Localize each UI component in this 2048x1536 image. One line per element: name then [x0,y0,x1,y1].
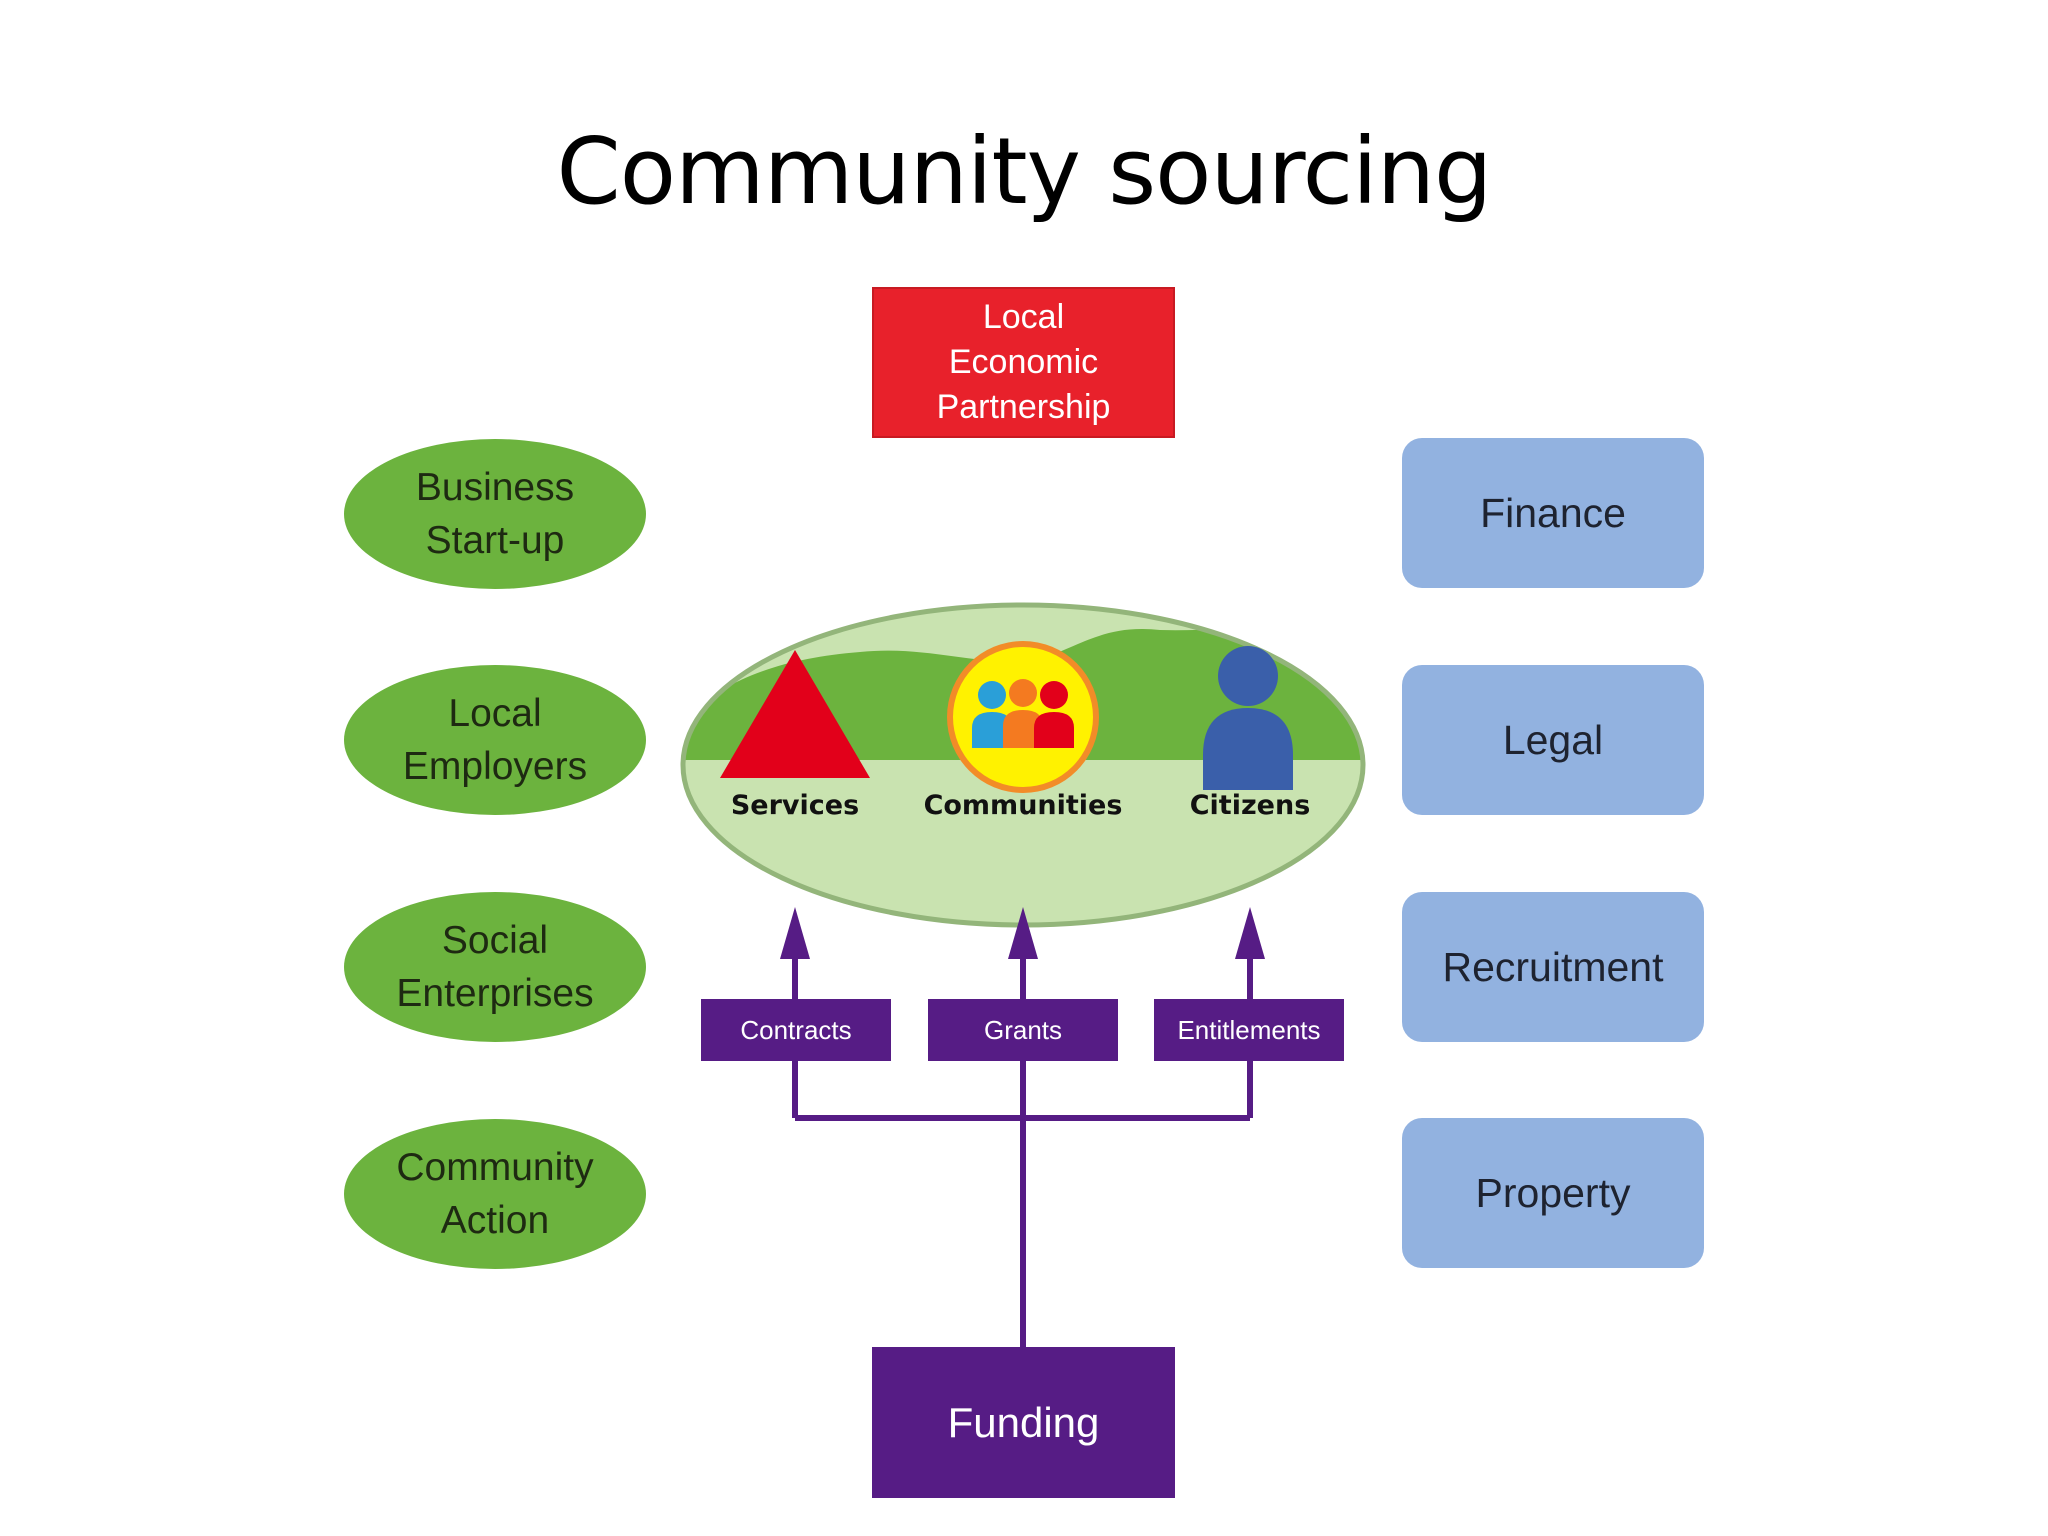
communities-label: Communities [923,790,1123,821]
citizens-person-icon [1203,646,1293,790]
local-economic-partnership-box: Local Economic Partnership [872,287,1175,438]
recruitment-box: Recruitment [1402,892,1704,1042]
arrow-up-icon [1008,907,1038,959]
grants-box: Grants [928,999,1118,1061]
services-label: Services [730,790,860,821]
oval-line: Social [441,919,549,962]
contracts-box: Contracts [701,999,891,1061]
lep-line-2: Economic [948,343,1099,381]
oval-line: Local [448,692,542,735]
finance-box: Finance [1402,438,1704,588]
lep-line-3: Partnership [936,388,1111,426]
property-box: Property [1402,1118,1704,1268]
legal-box: Legal [1402,665,1704,815]
oval-line: Community [396,1146,594,1189]
arrow-up-icon [780,907,810,959]
oval-line: Enterprises [396,972,594,1015]
oval-line: Action [440,1199,550,1242]
local-employers-oval: Local Employers [344,665,646,815]
oval-line: Employers [402,745,588,788]
lep-line-1: Local [982,298,1065,336]
community-action-oval: Community Action [344,1119,646,1269]
oval-line: Start-up [425,519,565,562]
entitlements-box: Entitlements [1154,999,1344,1061]
page-title: Community sourcing [556,118,1493,225]
services-triangle-icon [720,650,870,778]
funding-box: Funding [872,1347,1175,1498]
arrow-up-icon [1235,907,1265,959]
oval-line: Business [415,466,575,509]
communities-people-icon [947,641,1099,793]
business-start-up-oval: Business Start-up [344,439,646,589]
arrowheads [780,907,1265,959]
social-enterprises-oval: Social Enterprises [344,892,646,1042]
citizens-label: Citizens [1189,790,1311,821]
